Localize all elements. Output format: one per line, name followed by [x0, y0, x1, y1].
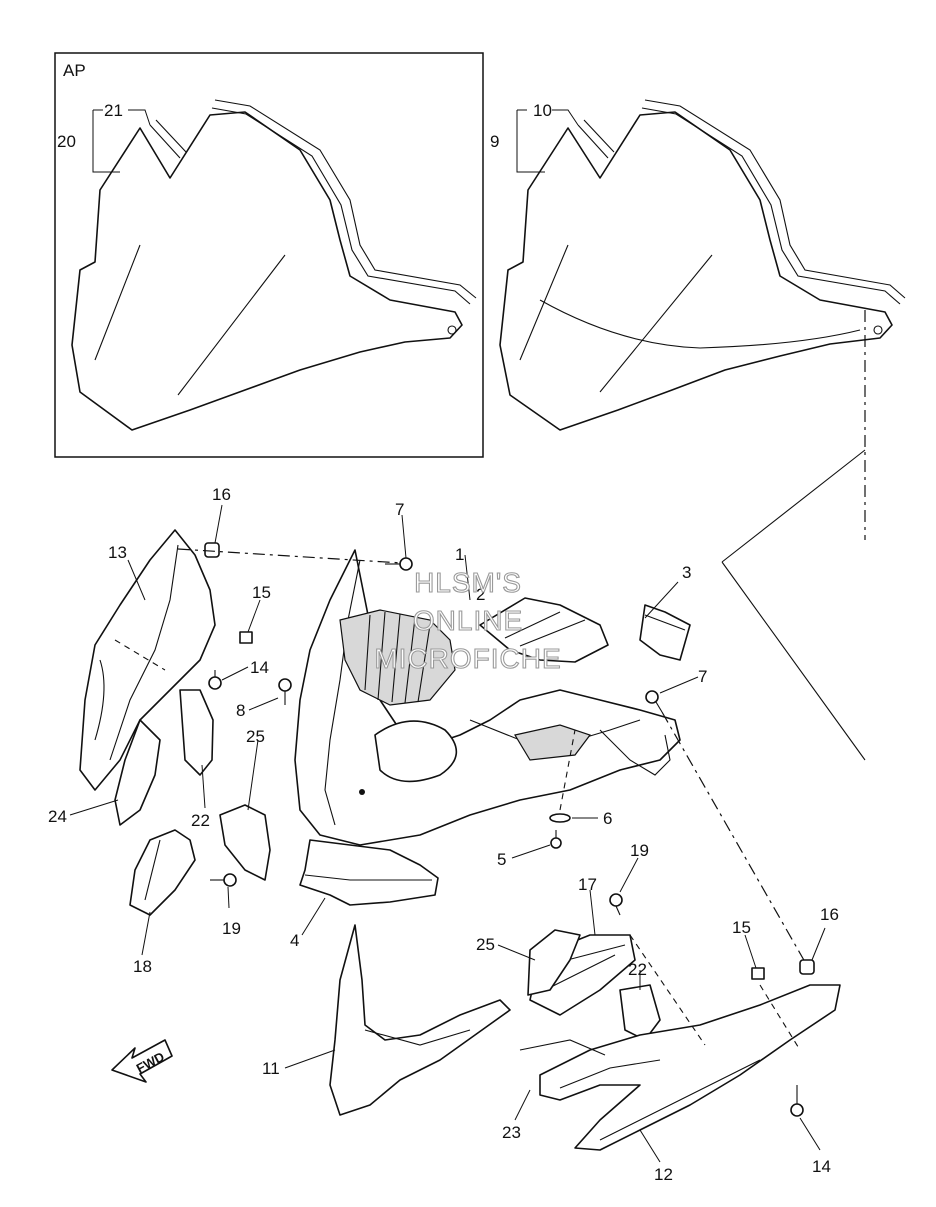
callout-25-right: 25 [476, 935, 495, 954]
side-panel-11 [329, 924, 511, 1116]
callout-9: 9 [490, 132, 499, 151]
watermark: HLSM'S ONLINE MICROFICHE [374, 566, 561, 674]
callout-5: 5 [497, 850, 506, 869]
inner-panel-24 [114, 719, 161, 826]
assembly-line-16-right [661, 711, 806, 963]
callout-16-right: 16 [820, 905, 839, 924]
callout-14-right: 14 [812, 1157, 831, 1176]
callout-2: 2 [476, 585, 485, 604]
callout-11: 11 [262, 1059, 280, 1078]
pad-3 [639, 604, 691, 661]
frame-line-right [721, 449, 866, 761]
watermark-line-3: MICROFICHE [374, 643, 561, 674]
collar-16-top [204, 542, 220, 558]
callout-17: 17 [578, 875, 597, 894]
windscreen-20 [71, 99, 477, 431]
damper-25-left [219, 804, 271, 881]
front-cowling-1 [294, 549, 681, 846]
callout-12: 12 [654, 1165, 673, 1184]
callout-7-right: 7 [698, 667, 707, 686]
callouts: 21 20 10 9 16 7 1 2 3 13 15 14 8 7 25 22… [48, 101, 839, 1184]
watermark-line-2: ONLINE [413, 605, 523, 636]
callout-22-right: 22 [628, 960, 647, 979]
watermark-line-1: HLSM'S [414, 567, 522, 598]
callout-18: 18 [133, 957, 152, 976]
bolt-7-right [645, 690, 663, 713]
air-duct-2 [479, 597, 609, 663]
fwd-arrow: FWD [111, 1039, 173, 1083]
damper-22-right [619, 984, 661, 1041]
callout-15-right: 15 [732, 918, 751, 937]
inset-box [54, 52, 484, 458]
assembly-line-6 [559, 729, 576, 811]
callout-3: 3 [682, 563, 691, 582]
callout-6: 6 [603, 809, 612, 828]
callout-19-left: 19 [222, 919, 241, 938]
inner-panel-23 [519, 1039, 606, 1056]
callout-10: 10 [533, 101, 552, 120]
windscreen-9 [499, 99, 906, 431]
nut-15-right [751, 967, 765, 980]
callout-13: 13 [108, 543, 127, 562]
screw-19-left [210, 873, 237, 887]
inset-label: AP [63, 61, 86, 80]
side-cowling-13 [79, 529, 216, 791]
screw-19-right [609, 893, 623, 916]
side-cowling-12 [539, 934, 841, 1151]
callout-24: 24 [48, 807, 67, 826]
screw-14-left [208, 670, 222, 690]
cover-18 [129, 829, 196, 916]
bolt-5 [550, 830, 562, 849]
callout-4: 4 [290, 931, 299, 950]
callout-23: 23 [502, 1123, 521, 1142]
callout-16-top: 16 [212, 485, 231, 504]
damper-25-right [527, 929, 581, 996]
washer-6 [549, 813, 571, 823]
callout-20: 20 [57, 132, 76, 151]
under-cowling-4 [299, 839, 439, 906]
callout-14-left: 14 [250, 658, 269, 677]
collar-16-right [799, 959, 815, 975]
screw-8 [278, 678, 292, 705]
damper-22-left [179, 689, 214, 776]
callout-19-right: 19 [630, 841, 649, 860]
callout-7-top: 7 [395, 500, 404, 519]
callout-25-left: 25 [246, 727, 265, 746]
callout-22-left: 22 [191, 811, 210, 830]
nut-15-left [239, 631, 253, 644]
callout-1: 1 [455, 545, 464, 564]
callout-8: 8 [236, 701, 245, 720]
callout-15-left: 15 [252, 583, 271, 602]
screw-14-right [790, 1085, 804, 1117]
callout-21: 21 [104, 101, 123, 120]
leader-lines [69, 109, 826, 1163]
bolt-7-top [385, 557, 413, 571]
fwd-label: FWD [134, 1049, 167, 1076]
